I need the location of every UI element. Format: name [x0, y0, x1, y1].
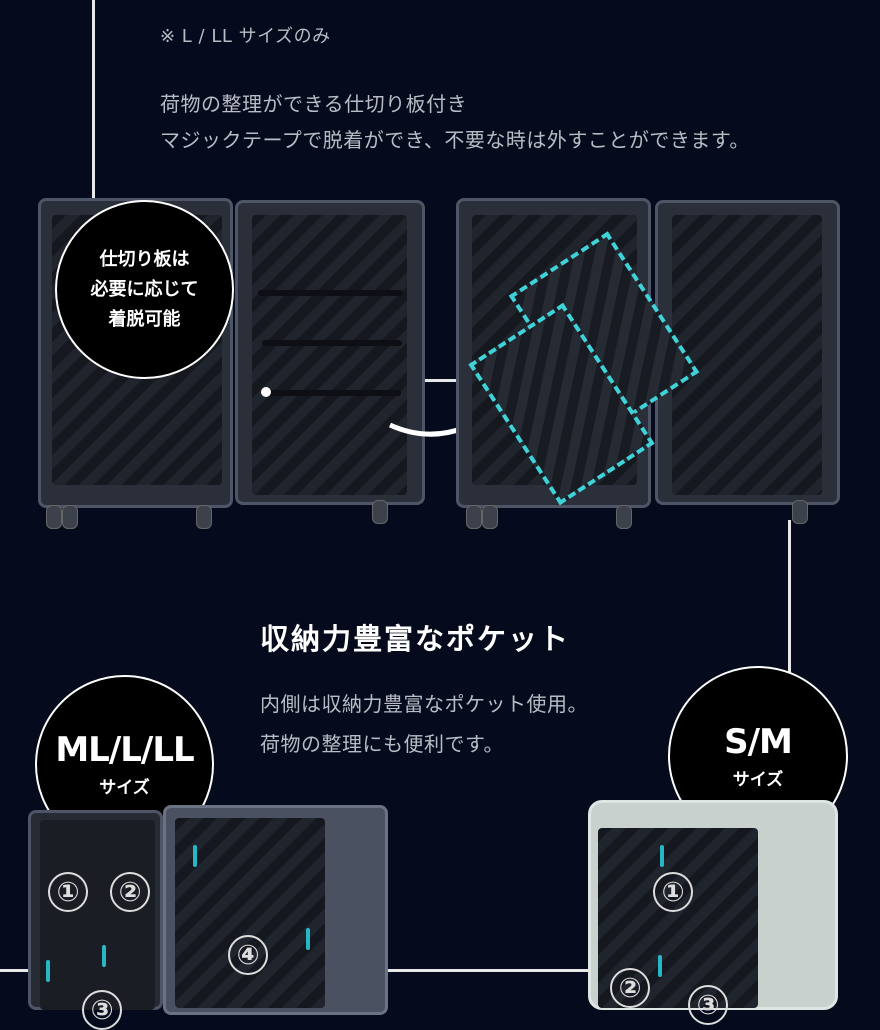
description-line: 荷物の整理ができる仕切り板付き: [160, 92, 468, 116]
divider-line: [92, 0, 95, 198]
section-title: 収納力豊富なポケット: [260, 622, 571, 656]
detachable-callout: 仕切り板は 必要に応じて 着脱可能: [55, 200, 234, 379]
divider-line: [425, 379, 457, 382]
divider-line: [788, 520, 791, 810]
description-line: 内側は収納力豊富なポケット使用。: [260, 692, 588, 716]
description-line: 荷物の整理にも便利です。: [260, 732, 504, 756]
size-note: ※ L / LL サイズのみ: [160, 26, 331, 47]
description-line: マジックテープで脱着ができ、不要な時は外すことができます。: [160, 128, 750, 152]
